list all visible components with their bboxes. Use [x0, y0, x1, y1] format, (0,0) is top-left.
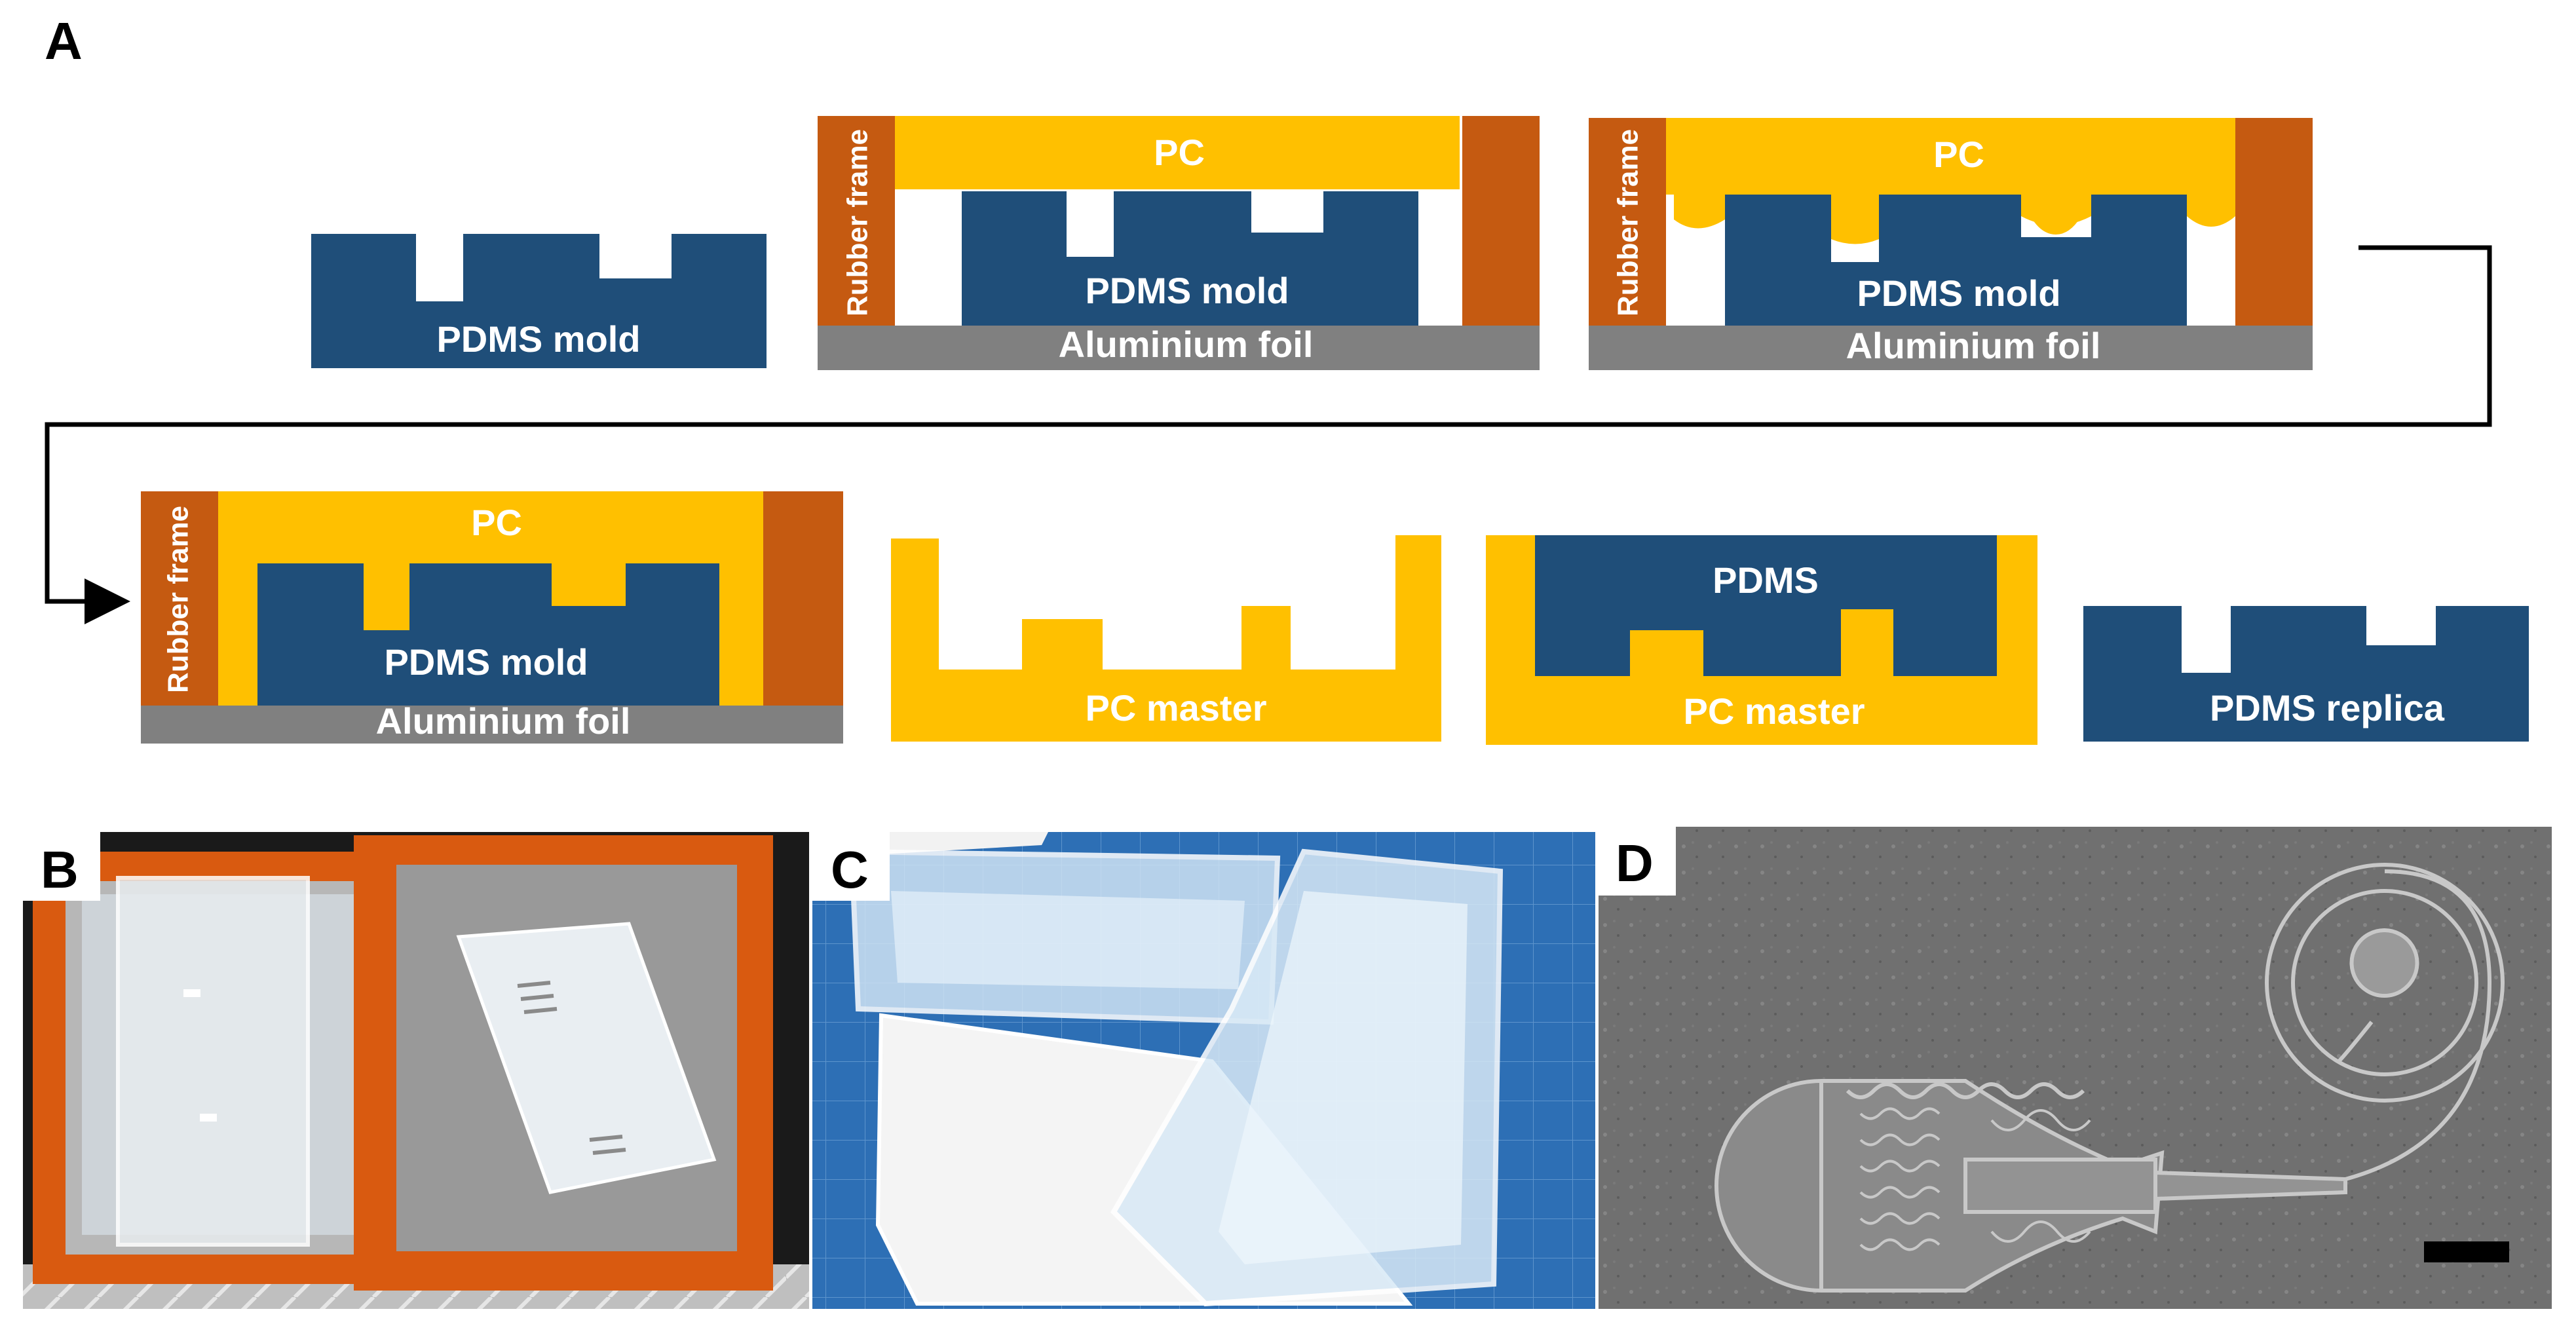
panel-label-d: D [1616, 834, 1654, 892]
step2-foil-label: Aluminium foil [1059, 324, 1314, 365]
panel-label-a: A [45, 12, 83, 70]
step6-pdms-cast: PDMS PC master [1486, 535, 2037, 745]
step1-pdms-mold: PDMS mold [311, 234, 767, 368]
photo-d: D [1599, 827, 2552, 1309]
step3-frame-label: Rubber frame [1612, 129, 1644, 316]
panel-label-b: B [41, 840, 79, 899]
step2-pc-label: PC [1154, 132, 1205, 173]
step5-pc-master: PC master [891, 535, 1441, 742]
step6-master-label: PC master [1683, 690, 1865, 732]
step2-pc-on-mold: PC PDMS mold Aluminium foil Rubber frame [818, 116, 1540, 370]
step4-foil-label: Aluminium foil [376, 700, 631, 742]
step4-pc-filled: PC PDMS mold Aluminium foil Rubber frame [141, 491, 843, 744]
photo-c: C [812, 832, 1595, 1309]
photo-b: B [23, 832, 809, 1309]
panel-label-c: C [831, 840, 869, 899]
step1-mold-label: PDMS mold [436, 318, 640, 360]
step5-master-label: PC master [1085, 687, 1266, 728]
step4-frame-label: Rubber frame [162, 506, 195, 693]
step2-frame-label: Rubber frame [842, 129, 874, 316]
step3-foil-label: Aluminium foil [1846, 325, 2101, 366]
step4-pc-label: PC [471, 502, 522, 543]
step3-mold-label: PDMS mold [1857, 273, 2060, 314]
step3-pc-label: PC [1933, 134, 1984, 175]
step6-pdms-label: PDMS [1713, 559, 1819, 601]
process-connector-arrow [45, 245, 2492, 624]
step4-mold-label: PDMS mold [384, 641, 588, 683]
step2-mold-label: PDMS mold [1085, 270, 1289, 311]
step7-replica-label: PDMS replica [2210, 687, 2445, 728]
step3-pc-melting: PC PDMS mold Aluminium foil Rubber frame [1589, 118, 2313, 370]
step7-pdms-replica: PDMS replica [2083, 606, 2529, 742]
